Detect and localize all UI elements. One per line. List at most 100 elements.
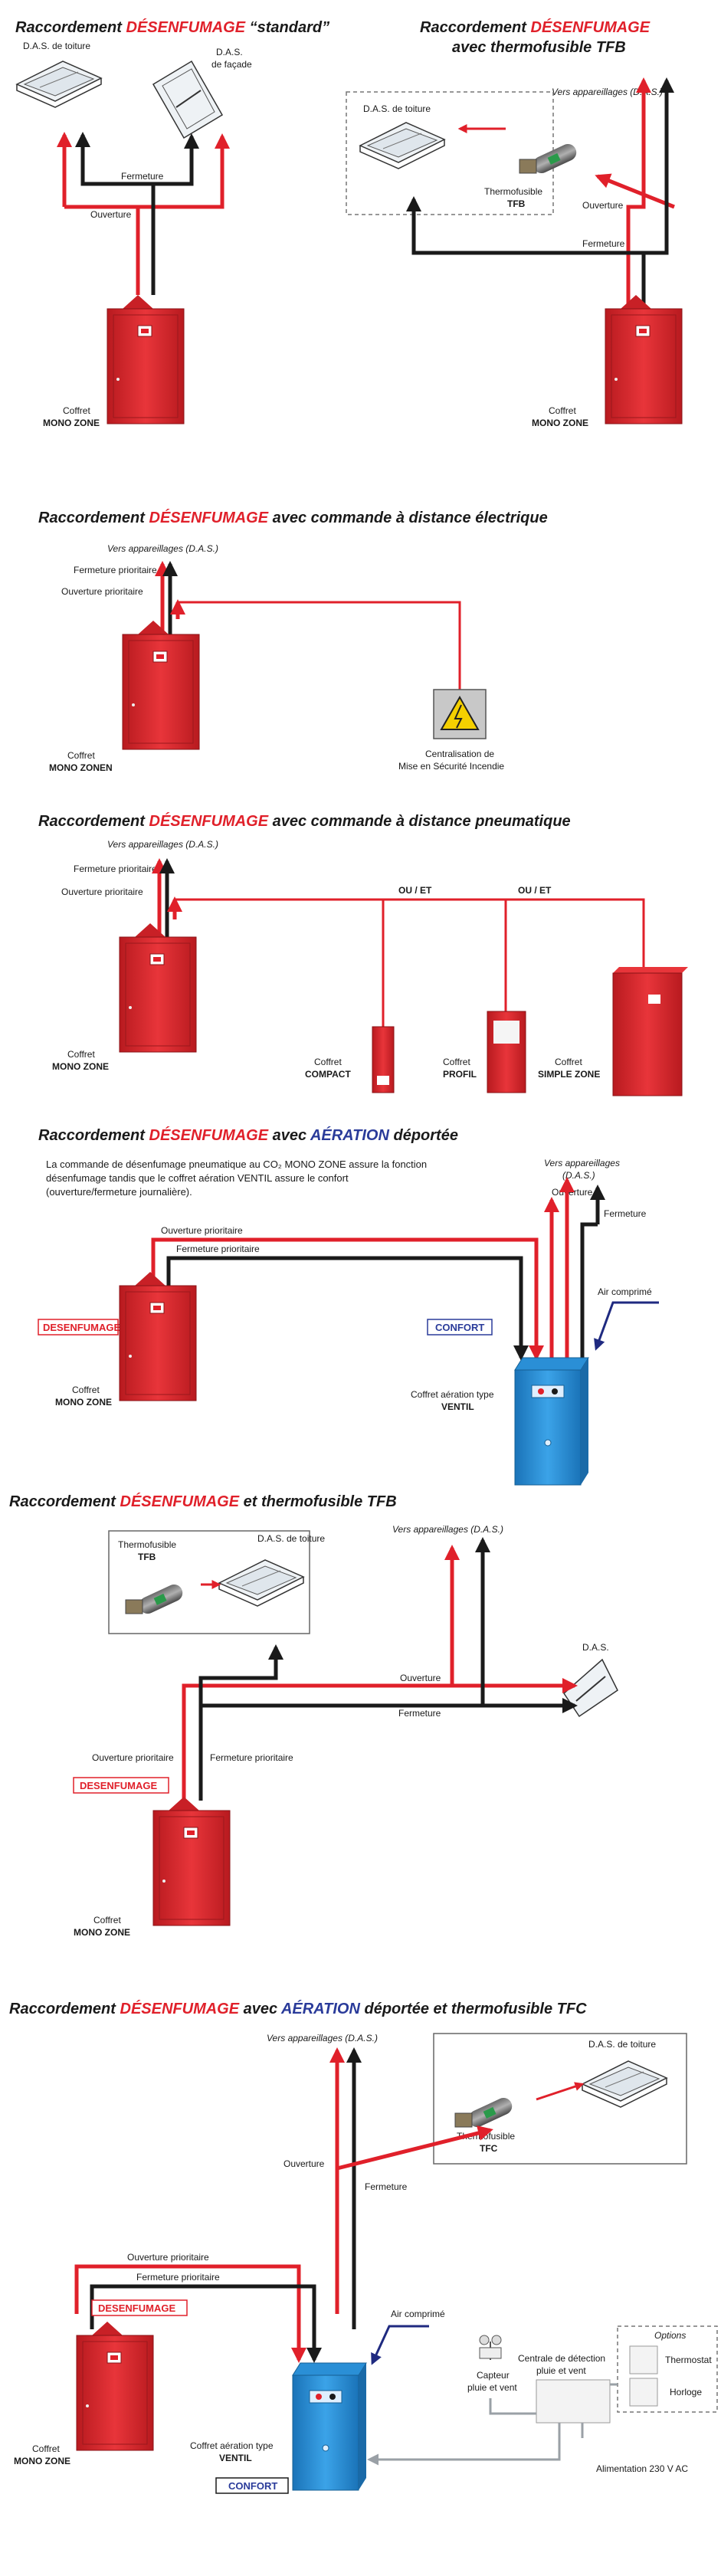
para-line-1: La commande de désenfumage pneumatique a… bbox=[46, 1159, 427, 1170]
label-centrale-2: pluie et vent bbox=[536, 2365, 586, 2376]
label-ouverture: Ouverture bbox=[90, 209, 132, 220]
label-fermeture-prio: Fermeture prioritaire bbox=[136, 2272, 220, 2283]
thermostat-device bbox=[629, 2345, 658, 2374]
horloge-device bbox=[629, 2378, 658, 2407]
cabinet-profil bbox=[487, 1011, 526, 1093]
section-aeration-tfc: Raccordement DÉSENFUMAGE avec AÉRATION d… bbox=[9, 2000, 718, 2494]
label-mono-zone: MONO ZONE bbox=[43, 418, 100, 428]
label-das-toiture: D.A.S. de toiture bbox=[363, 103, 431, 114]
label-air: Air comprimé bbox=[391, 2309, 445, 2319]
title-tfb-2: avec thermofusible TFB bbox=[452, 39, 626, 56]
tag-desenfumage bbox=[91, 2299, 188, 2316]
label-profil-2: PROFIL bbox=[443, 1069, 477, 1080]
label-coffret: Coffret bbox=[67, 750, 95, 761]
tag-confort-text: CONFORT bbox=[435, 1322, 484, 1333]
title-aeration-tfc: Raccordement DÉSENFUMAGE avec AÉRATION d… bbox=[9, 2000, 587, 2017]
title-standard: Raccordement DÉSENFUMAGE “standard” bbox=[15, 18, 329, 36]
label-central-1: Centralisation de bbox=[425, 749, 494, 759]
label-compact-1: Coffret bbox=[314, 1057, 342, 1067]
label-alim: Alimentation 230 V AC bbox=[596, 2463, 688, 2474]
section-tfb: Raccordement DÉSENFUMAGE avec thermofusi… bbox=[346, 18, 683, 428]
label-ouverture-prio: Ouverture prioritaire bbox=[161, 1225, 243, 1236]
section-aeration: Raccordement DÉSENFUMAGE avec AÉRATION d… bbox=[38, 1126, 659, 1486]
capteur-device bbox=[479, 2335, 502, 2360]
label-fermeture: Fermeture bbox=[121, 171, 164, 182]
label-mono-zone: MONO ZONE bbox=[74, 1927, 130, 1938]
das-frame bbox=[433, 2033, 687, 2165]
label-coffret: Coffret bbox=[549, 405, 576, 416]
cabinet-mono-zone bbox=[119, 923, 197, 1053]
cabinet-mono-zone bbox=[605, 294, 683, 424]
label-mono-zone: MONO ZONE bbox=[52, 1061, 109, 1072]
label-coffret: Coffret bbox=[67, 1049, 95, 1060]
label-ventil-1: Coffret aération type bbox=[190, 2440, 274, 2451]
label-horloge: Horloge bbox=[670, 2387, 702, 2397]
label-ou-et-1: OU / ET bbox=[398, 885, 432, 896]
tag-desenfumage bbox=[73, 1777, 169, 1794]
label-vers: Vers appareillages (D.A.S.) bbox=[392, 1524, 503, 1535]
label-mono-zone: MONO ZONE bbox=[55, 1397, 112, 1408]
das-facade-icon bbox=[563, 1658, 618, 1718]
label-coffret: Coffret bbox=[72, 1385, 100, 1395]
title-pneumatique: Raccordement DÉSENFUMAGE avec commande à… bbox=[38, 812, 571, 830]
options-frame bbox=[617, 2325, 718, 2413]
label-compact-2: COMPACT bbox=[305, 1069, 351, 1080]
label-vers: Vers appareillages (D.A.S.) bbox=[107, 543, 218, 554]
label-capteur-2: pluie et vent bbox=[467, 2382, 517, 2393]
tag-desenfumage-text: DESENFUMAGE bbox=[98, 2302, 175, 2314]
cabinet-mono-zone bbox=[119, 1271, 197, 1401]
para-line-2: désenfumage tandis que le coffret aérati… bbox=[46, 1172, 349, 1184]
tag-confort-text: CONFORT bbox=[228, 2480, 277, 2492]
label-tfb: TFB bbox=[507, 198, 526, 209]
label-ouverture: Ouverture bbox=[582, 200, 624, 211]
das-toiture-icon bbox=[218, 1559, 304, 1607]
section-standard: Raccordement DÉSENFUMAGE “standard” D.A.… bbox=[15, 18, 329, 428]
label-air: Air comprimé bbox=[598, 1286, 652, 1297]
ventil-cabinet bbox=[292, 2362, 367, 2491]
label-das-toiture: D.A.S. de toiture bbox=[23, 41, 90, 51]
label-ventil-1: Coffret aération type bbox=[411, 1389, 494, 1400]
label-ouverture-prio: Ouverture prioritaire bbox=[92, 1752, 174, 1763]
title-electrique: Raccordement DÉSENFUMAGE avec commande à… bbox=[38, 509, 548, 526]
label-ouverture-prio: Ouverture prioritaire bbox=[127, 2252, 209, 2263]
label-das-toiture: D.A.S. de toiture bbox=[588, 2039, 656, 2050]
label-das-facade-1: D.A.S. bbox=[216, 47, 243, 57]
label-central-2: Mise en Sécurité Incendie bbox=[398, 761, 504, 772]
cabinet-mono-zone bbox=[107, 294, 185, 424]
label-das: D.A.S. bbox=[582, 1642, 609, 1653]
thermofusible-icon bbox=[519, 140, 580, 177]
label-das-facade-2: de façade bbox=[211, 59, 252, 70]
label-vers: Vers appareillages (D.A.S.) bbox=[552, 87, 663, 97]
title-aeration: Raccordement DÉSENFUMAGE avec AÉRATION d… bbox=[38, 1126, 458, 1144]
label-thermostat: Thermostat bbox=[665, 2355, 712, 2365]
label-vers-2: (D.A.S.) bbox=[562, 1170, 595, 1181]
label-profil-1: Coffret bbox=[443, 1057, 470, 1067]
das-toiture-icon bbox=[582, 2060, 667, 2108]
label-fermeture: Fermeture bbox=[582, 238, 625, 249]
cabinet-mono-zone bbox=[122, 620, 200, 750]
section-pneumatique: Raccordement DÉSENFUMAGE avec commande à… bbox=[38, 812, 688, 1096]
label-fermeture: Fermeture bbox=[398, 1708, 441, 1719]
tag-desenfumage-text: DESENFUMAGE bbox=[43, 1322, 120, 1333]
label-fermeture-prio: Fermeture prioritaire bbox=[210, 1752, 293, 1763]
cabinet-compact bbox=[372, 1026, 395, 1093]
das-frame bbox=[346, 91, 554, 215]
thermo-frame bbox=[108, 1530, 310, 1634]
label-fermeture-prio: Fermeture prioritaire bbox=[176, 1244, 260, 1254]
tag-desenfumage bbox=[38, 1319, 119, 1336]
das-toiture-icon bbox=[16, 61, 102, 108]
das-toiture-icon bbox=[359, 122, 445, 169]
label-thermo: Thermofusible bbox=[484, 186, 542, 197]
centrale-device bbox=[536, 2379, 611, 2424]
label-tfc: TFC bbox=[480, 2143, 498, 2154]
label-simple-1: Coffret bbox=[555, 1057, 582, 1067]
para-line-3: (ouverture/fermeture journalière). bbox=[46, 1186, 192, 1198]
label-das-toiture: D.A.S. de toiture bbox=[257, 1533, 325, 1544]
title-desenfumage-tfb: Raccordement DÉSENFUMAGE et thermofusibl… bbox=[9, 1493, 397, 1510]
label-vers: Vers appareillages (D.A.S.) bbox=[267, 2033, 378, 2043]
label-ouverture-prio: Ouverture prioritaire bbox=[61, 586, 143, 597]
label-vers-1: Vers appareillages bbox=[544, 1158, 620, 1168]
label-ouverture-prio: Ouverture prioritaire bbox=[61, 887, 143, 897]
ventil-cabinet bbox=[514, 1357, 589, 1486]
label-coffret: Coffret bbox=[63, 405, 90, 416]
